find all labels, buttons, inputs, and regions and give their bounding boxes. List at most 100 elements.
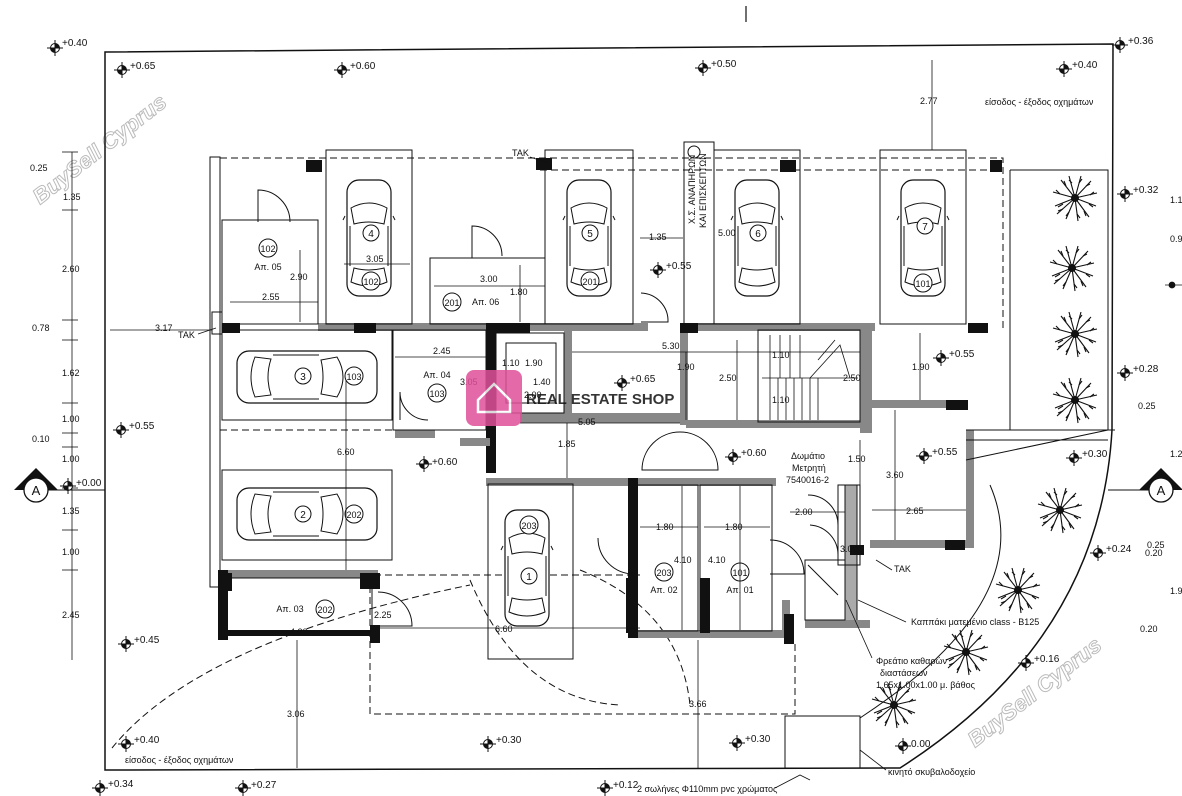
dim-text: 4.20 [290,627,308,637]
dim-text: 1.90 [912,362,930,372]
pipe-label: 2 σωλήνες Φ110mm pvc χρώματος [637,784,778,794]
unit-circle: 101 [915,279,930,289]
dim-text: 2.00 [795,507,813,517]
level-mark: +0.55 [666,261,692,272]
parking-number: 2 [300,510,306,521]
bin-label: κινητό σκυβαλοδοχείο [888,767,975,777]
meter-room-label: 7540016-2 [786,475,829,485]
meter-room-label: Δωμάτιο [791,451,825,461]
disabled-parking-label: Χ.Σ. ΑΝΑΠΗΡΩΝ [687,155,697,224]
level-mark: +0.60 [741,448,767,459]
apartment-label: Απ. 06 [472,297,499,307]
section-marker-right: A [1108,468,1182,503]
site-boundary [104,43,1114,771]
dim-text: 2.50 [719,373,737,383]
dim-text: 0.25 [30,163,48,173]
tak-label: TAK [178,330,195,340]
dim-text: 0.25 [1138,401,1156,411]
unit-circle: 103 [346,372,361,382]
dim-text: 0.20 [1145,548,1163,558]
dim-text: 2.00 [524,390,542,400]
parking-number: 5 [587,229,593,240]
dim-text: 5.05 [578,417,596,427]
walls [218,158,1002,644]
parking-bays-top [221,149,967,561]
dim-text: 1.35 [649,232,667,242]
dim-text: 1.80 [656,522,674,532]
pit-label: 1.65x1.00x1.00 μ. βάθος [876,680,976,690]
unit-number: 202 [317,605,332,615]
section-letter: A [1157,483,1166,498]
dim-text: 2.55 [262,292,280,302]
level-mark: +0.55 [129,421,155,432]
real-estate-logo: REAL ESTATE SHOP [466,370,674,426]
level-mark: +0.60 [432,457,458,468]
dim-text: 1.90 [525,358,543,368]
dim-text: 1.85 [558,439,576,449]
dim-text: 1.10 [772,395,790,405]
unit-number: 201 [444,298,459,308]
dim-text: 1.1 [1170,195,1182,205]
level-mark: +0.30 [745,734,771,745]
level-mark: +0.12 [613,780,639,791]
dim-text: 1.00 [62,547,80,557]
dim-text: 3.60 [886,470,904,480]
manhole-label: Καππάκι ματεμένιο class - B125 [911,617,1039,627]
parking-number: 1 [526,572,532,583]
unit-circle: 202 [346,510,361,520]
dim-text: 3.00 [480,274,498,284]
watermark: BuySell Cyprus [963,632,1107,752]
dim-text: 4.10 [674,555,692,565]
meter-room-label: Μετρητή [792,463,826,473]
dim-text: 1.50 [848,454,866,464]
dim-text: 2.60 [62,264,80,274]
dim-text: 1.00 [62,414,80,424]
apartment-label: Απ. 03 [276,604,303,614]
level-mark: +0.34 [108,779,134,790]
doors [257,189,839,627]
dim-text: 2.45 [62,610,80,620]
unit-number: 102 [260,244,275,254]
dim-text: 3.05 [366,254,384,264]
dim-text: 1.35 [63,192,81,202]
tak-label: TAK [512,148,529,158]
dim-text: 1.62 [62,368,80,378]
dim-text: 1.80 [725,522,743,532]
dim-text: 1.9 [1170,586,1182,596]
dim-text: 3.00 [840,544,858,554]
dim-text: 1.00 [62,454,80,464]
dim-text: 1.35 [62,506,80,516]
parking-number: 4 [368,229,374,240]
dim-text: 2.50 [843,373,861,383]
section-letter: A [32,483,41,498]
dim-text: 1.90 [677,362,695,372]
level-mark: +0.27 [251,780,277,791]
level-mark: +0.60 [350,61,376,72]
level-mark: +0.65 [130,61,156,72]
dim-text: 2.65 [906,506,924,516]
dim-text: 2.77 [920,96,938,106]
dim-text: 2.45 [433,346,451,356]
dim-text: 0.78 [32,323,50,333]
unit-circle: 102 [363,277,378,287]
level-mark: +0.30 [496,735,522,746]
dim-text: 5.00 [718,228,736,238]
dim-text: 5.30 [662,341,680,351]
tak-label: TAK [894,564,911,574]
parking-number: 6 [755,229,761,240]
dim-text: 1.2 [1170,449,1182,459]
level-markers: +0.40 +0.65 +0.60 +0.50 +0.40 +0.36 +0.3… [46,36,1159,796]
annotations: είσοδος - έξοδος οχημάτων είσοδος - έξοδ… [125,97,1094,794]
dim-text: 4.10 [708,555,726,565]
dim-text: 6.60 [337,447,355,457]
level-mark: +0.28 [1133,364,1159,375]
dim-text: 0.10 [32,434,50,444]
level-mark: +0.55 [932,447,958,458]
dim-text: 1.10 [502,358,520,368]
parking-number: 7 [922,222,928,233]
level-mark: +0.24 [1106,544,1132,555]
level-mark: +0.00 [76,478,102,489]
parking-number: 3 [300,372,306,383]
